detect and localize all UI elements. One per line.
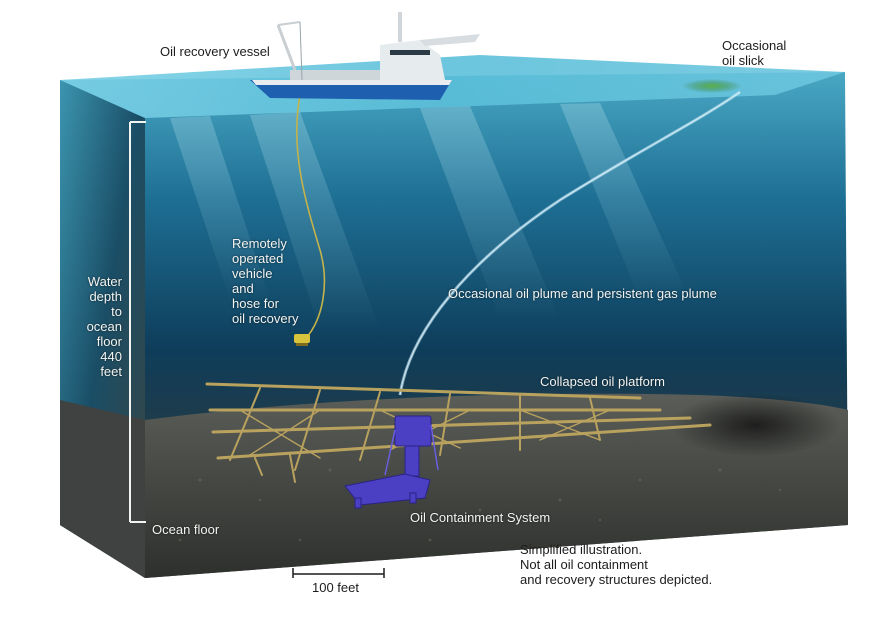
- oil-containment-system: [344, 415, 439, 509]
- label-oil-containment-system: Oil Containment System: [410, 510, 551, 525]
- label-rov-line: hose for: [232, 296, 279, 311]
- light-ray: [250, 112, 380, 330]
- label-water-depth-line: floor: [96, 334, 122, 349]
- ship-mast: [398, 12, 402, 42]
- label-rov-line: operated: [232, 251, 284, 266]
- label-water-depth-line: 440: [100, 349, 122, 364]
- light-ray: [560, 103, 690, 300]
- scale-bar: [292, 568, 385, 578]
- label-ocean-floor: Ocean floor: [152, 522, 220, 537]
- oil-slick: [682, 79, 742, 93]
- sea-floor: [145, 393, 848, 578]
- ship-helideck: [420, 34, 480, 46]
- floor-texture: [178, 468, 782, 542]
- remotely-operated-vehicle: [294, 334, 310, 346]
- label-oil-recovery-vessel: Oil recovery vessel: [160, 44, 270, 59]
- ship-deck: [290, 70, 380, 80]
- ship-crane-boom: [276, 24, 297, 71]
- oil-pool: [670, 393, 840, 457]
- label-oil-slick-line: Occasional: [722, 38, 787, 53]
- oil-recovery-vessel: [250, 12, 480, 100]
- label-note-line: Simplified illustration.: [520, 542, 643, 557]
- label-water-depth-line: ocean: [86, 319, 122, 334]
- water-depth-bracket: [129, 121, 146, 523]
- label-rov-line: Remotely: [232, 236, 287, 251]
- label-water-depth: Water depth to ocean floor 440 feet: [70, 274, 122, 379]
- label-oil-slick-line: oil slick: [722, 53, 764, 68]
- light-ray: [420, 106, 560, 320]
- label-rov-line: vehicle: [232, 266, 273, 281]
- label-note-line: and recovery structures depicted.: [520, 572, 713, 587]
- rov-hose: [295, 94, 326, 339]
- ship-crane-boom: [277, 21, 301, 26]
- label-water-depth-line: to: [111, 304, 122, 319]
- label-water-depth-line: depth: [89, 289, 122, 304]
- oil-gas-plume-glow: [399, 91, 741, 396]
- light-ray: [170, 116, 270, 300]
- label-rov-line: oil recovery: [232, 311, 299, 326]
- sea-floor-side: [60, 400, 145, 578]
- label-rov: Remotely operated vehicle and hose for o…: [232, 236, 298, 326]
- water-block: [60, 55, 848, 578]
- label-note: Simplified illustration. Not all oil con…: [520, 542, 712, 587]
- label-plume: Occasional oil plume and persistent gas …: [448, 286, 717, 301]
- water-surface: [60, 55, 845, 118]
- label-collapsed-platform: Collapsed oil platform: [540, 374, 666, 389]
- label-scale: 100 feet: [312, 580, 359, 595]
- label-water-depth-line: Water: [87, 274, 122, 289]
- collapsed-oil-platform: [205, 382, 712, 483]
- label-water-depth-line: feet: [100, 364, 122, 379]
- ship-bridge-windows: [390, 50, 430, 55]
- label-rov-line: and: [232, 281, 254, 296]
- label-oil-slick: Occasional oil slick: [722, 38, 786, 68]
- label-note-line: Not all oil containment: [520, 557, 648, 572]
- ship-superstructure: [380, 40, 445, 80]
- ship-hull-stripe: [252, 80, 452, 85]
- ship-crane-cable: [299, 21, 303, 81]
